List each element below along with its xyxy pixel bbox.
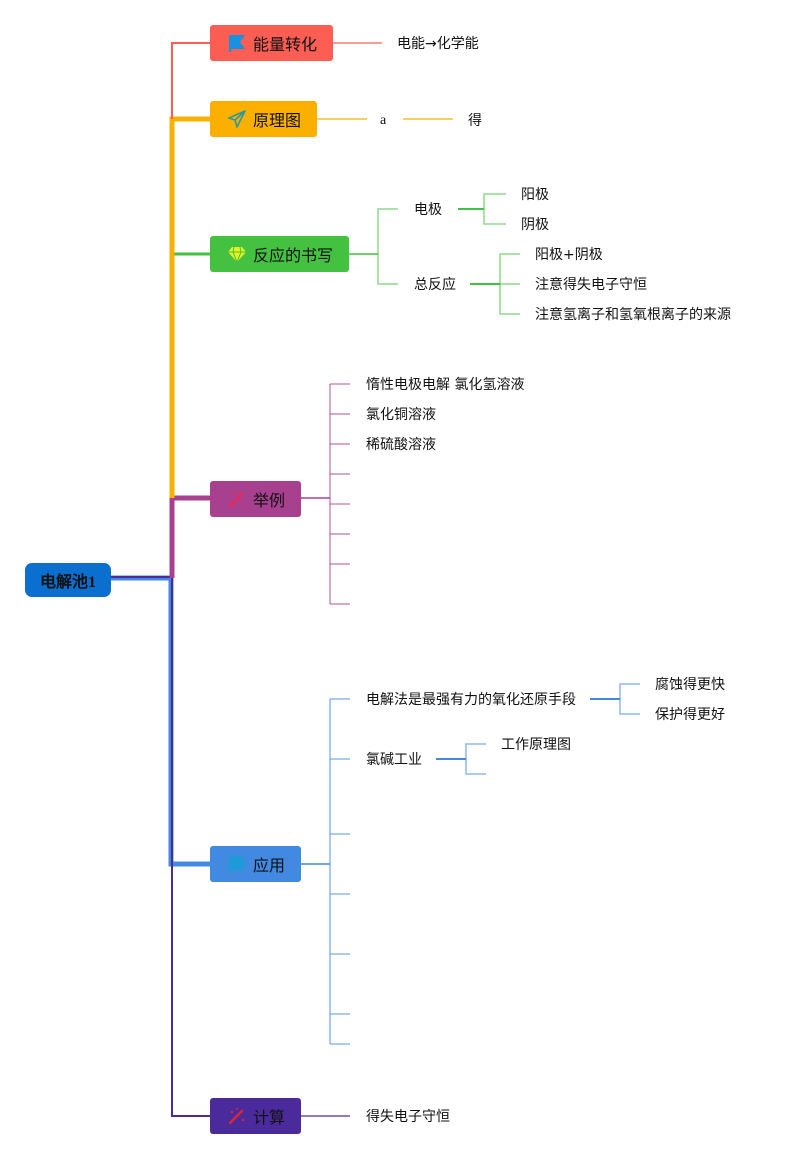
branch-examples[interactable]: 举例: [210, 481, 301, 517]
branch-calculation[interactable]: 计算: [210, 1098, 301, 1134]
leaf-principle-0-0[interactable]: 得: [468, 113, 482, 129]
root-label: 电解池1: [39, 574, 96, 591]
leaf-writing-electrode[interactable]: 电极: [414, 202, 442, 218]
leaf-writing-overall-0[interactable]: 阳极+阴极: [535, 247, 603, 263]
connector-chloralkali-children: [465, 743, 486, 775]
diamond-icon: [227, 244, 247, 264]
branch-principle-diagram[interactable]: 原理图: [210, 101, 317, 137]
leaf-example-0[interactable]: 惰性电极电解 氯化氢溶液: [366, 377, 525, 393]
branch-label: 举例: [253, 491, 286, 510]
branch-label: 计算: [253, 1108, 286, 1127]
branch-label: 反应的书写: [253, 246, 334, 265]
connector-root-examples: [169, 495, 210, 578]
leaf-application-0-0[interactable]: 腐蚀得更快: [655, 677, 725, 693]
magic-wand-icon: [227, 1106, 247, 1126]
flag-icon: [227, 854, 247, 874]
leaf-application-1[interactable]: 氯碱工业: [366, 752, 422, 768]
leaf-energy-0[interactable]: 电能→化学能: [397, 36, 479, 52]
branch-label: 能量转化: [253, 35, 318, 54]
flag-icon: [227, 33, 247, 53]
branch-reaction-writing[interactable]: 反应的书写: [210, 236, 349, 272]
leaf-writing-overall-2[interactable]: 注意氢离子和氢氧根离子的来源: [535, 307, 731, 323]
leaf-writing-cathode[interactable]: 阴极: [521, 217, 549, 233]
connector-root-application: [111, 575, 210, 867]
leaf-example-1[interactable]: 氯化铜溶液: [366, 407, 436, 423]
root-node[interactable]: 电解池1: [25, 563, 111, 597]
leaf-example-2[interactable]: 稀硫酸溶液: [366, 437, 436, 453]
paper-plane-icon: [227, 109, 247, 129]
leaf-writing-anode[interactable]: 阳极: [521, 187, 549, 203]
branch-label: 原理图: [253, 111, 302, 130]
connector-redox-children: [619, 683, 640, 715]
branch-application[interactable]: 应用: [210, 846, 301, 882]
leaf-principle-0[interactable]: a: [380, 113, 387, 128]
connector-root-energy: [171, 42, 210, 119]
leaf-writing-overall-1[interactable]: 注意得失电子守恒: [535, 277, 647, 293]
connector-root-calculation: [111, 576, 210, 1117]
leaf-application-0[interactable]: 电解法是最强有力的氧化还原手段: [366, 692, 576, 708]
connector-root-writing: [171, 252, 210, 498]
leaf-writing-overall[interactable]: 总反应: [414, 277, 456, 293]
connector-root-principle: [169, 116, 210, 498]
branch-energy-conversion[interactable]: 能量转化: [210, 25, 333, 61]
branch-label: 应用: [253, 856, 286, 875]
leaf-application-0-1[interactable]: 保护得更好: [655, 707, 725, 723]
leaf-calculation-0[interactable]: 得失电子守恒: [366, 1109, 450, 1125]
magic-wand-icon: [227, 489, 247, 509]
connector-writing-children: [377, 208, 398, 285]
connector-electrode-children: [483, 193, 506, 225]
leaf-application-1-0[interactable]: 工作原理图: [501, 737, 571, 753]
